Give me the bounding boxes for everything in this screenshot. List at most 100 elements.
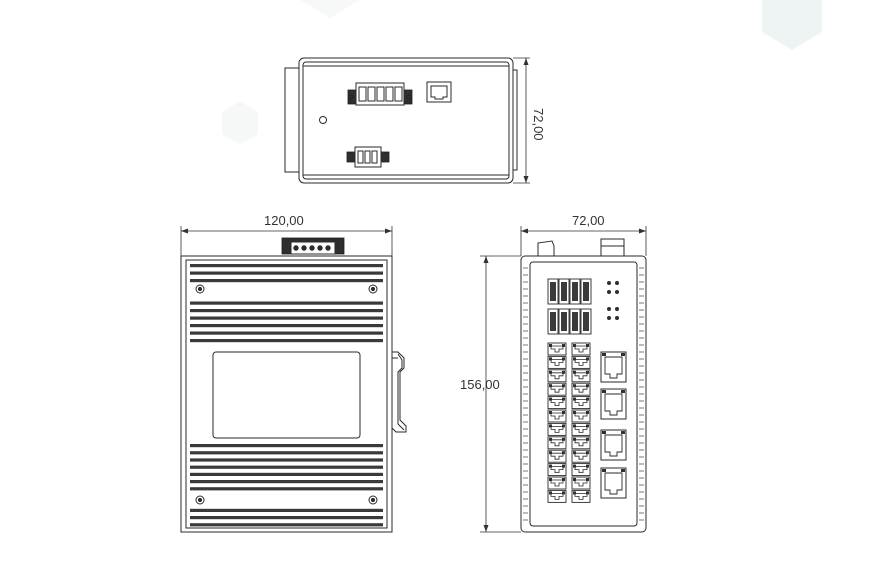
rj45-led [573, 464, 576, 468]
sfp-slot [550, 282, 556, 301]
rj45-led [562, 384, 565, 388]
sfp-slot [572, 312, 578, 331]
fin [190, 458, 383, 462]
uplink-jack [604, 434, 623, 457]
fin [190, 316, 383, 320]
terminal-block [347, 82, 413, 106]
background-watermark [222, 0, 822, 145]
console-port [426, 81, 452, 103]
front-screws [195, 284, 378, 505]
led [615, 281, 619, 285]
rj45-led [562, 411, 565, 414]
rj45-led [562, 357, 565, 361]
rj45-led [586, 478, 589, 481]
rj45-led [549, 344, 552, 347]
fin [190, 516, 383, 520]
rj45-led [549, 424, 552, 428]
rj45-led [586, 491, 589, 495]
cooling-fins-bottom [190, 444, 383, 527]
fin [190, 324, 383, 328]
front-view: 120,00 [180, 213, 407, 533]
rj45-led [549, 357, 552, 361]
rj45-led [586, 384, 589, 388]
fin [190, 465, 383, 469]
rj45-led [573, 411, 576, 414]
rj45-led [562, 478, 565, 481]
rj45-led [586, 397, 589, 401]
rj45-led [549, 397, 552, 401]
top-view: 72,00 [284, 57, 546, 184]
rj45-led [549, 491, 552, 495]
fin [190, 472, 383, 476]
fin [190, 279, 383, 283]
side-ridges-right [639, 267, 644, 521]
rj45-led [562, 464, 565, 468]
led [615, 307, 619, 311]
rj45-led [549, 411, 552, 414]
rj45-led [573, 370, 576, 374]
ground-screw-icon [319, 116, 327, 124]
uplink-led [602, 353, 606, 356]
side-view: 72,00 156,00 [460, 213, 647, 533]
status-leds [607, 281, 619, 320]
rj45-led [573, 478, 576, 481]
side-ridges-left [523, 267, 528, 521]
fin [190, 508, 383, 512]
rj45-led [562, 491, 565, 495]
din-rail-clip [391, 351, 407, 433]
fin [190, 271, 383, 275]
uplink-led [621, 390, 625, 393]
rj45-led [586, 464, 589, 468]
rj45-led [586, 344, 589, 347]
led [607, 281, 611, 285]
led [607, 290, 611, 294]
fin [190, 444, 383, 448]
led [615, 290, 619, 294]
led [607, 307, 611, 311]
rj45-led [586, 411, 589, 414]
rj45-led [562, 424, 565, 428]
fin [190, 451, 383, 455]
label-plate [212, 351, 361, 439]
fin [190, 309, 383, 313]
led [607, 316, 611, 320]
led [615, 316, 619, 320]
uplink-jack [604, 393, 623, 416]
rj45-led [573, 437, 576, 441]
rj45-led [573, 451, 576, 455]
sfp-slot [550, 312, 556, 331]
rj45-led [573, 357, 576, 361]
sfp-slot [561, 312, 567, 331]
rj45-led [549, 437, 552, 441]
uplink-jack [604, 356, 623, 379]
dimension-side-depth: 72,00 [520, 213, 647, 256]
fin [190, 331, 383, 335]
dimension-label-top: 72,00 [531, 108, 546, 141]
rj45-led [562, 370, 565, 374]
uplink-led [602, 390, 606, 393]
rj45-led [549, 370, 552, 374]
rj45-led [562, 451, 565, 455]
rj45-led [573, 491, 576, 495]
uplink-led [602, 431, 606, 434]
rj45-led [573, 397, 576, 401]
rj45-led [562, 437, 565, 441]
dimension-label-width: 120,00 [264, 213, 304, 228]
rj45-led [549, 384, 552, 388]
rj45-led [586, 451, 589, 455]
rj45-led [549, 478, 552, 481]
fin [190, 480, 383, 484]
uplink-led [621, 469, 625, 472]
rj45-led [586, 437, 589, 441]
rj45-led [549, 451, 552, 455]
rj45-led [549, 464, 552, 468]
rj45-led [586, 370, 589, 374]
dimension-side-height: 156,00 [460, 255, 521, 533]
rj45-led [573, 384, 576, 388]
rj45-ports [547, 342, 591, 503]
sfp-slot [583, 312, 589, 331]
dimension-label-side-depth: 72,00 [572, 213, 605, 228]
cooling-fins-top [190, 264, 383, 343]
sfp-ports [547, 278, 592, 335]
